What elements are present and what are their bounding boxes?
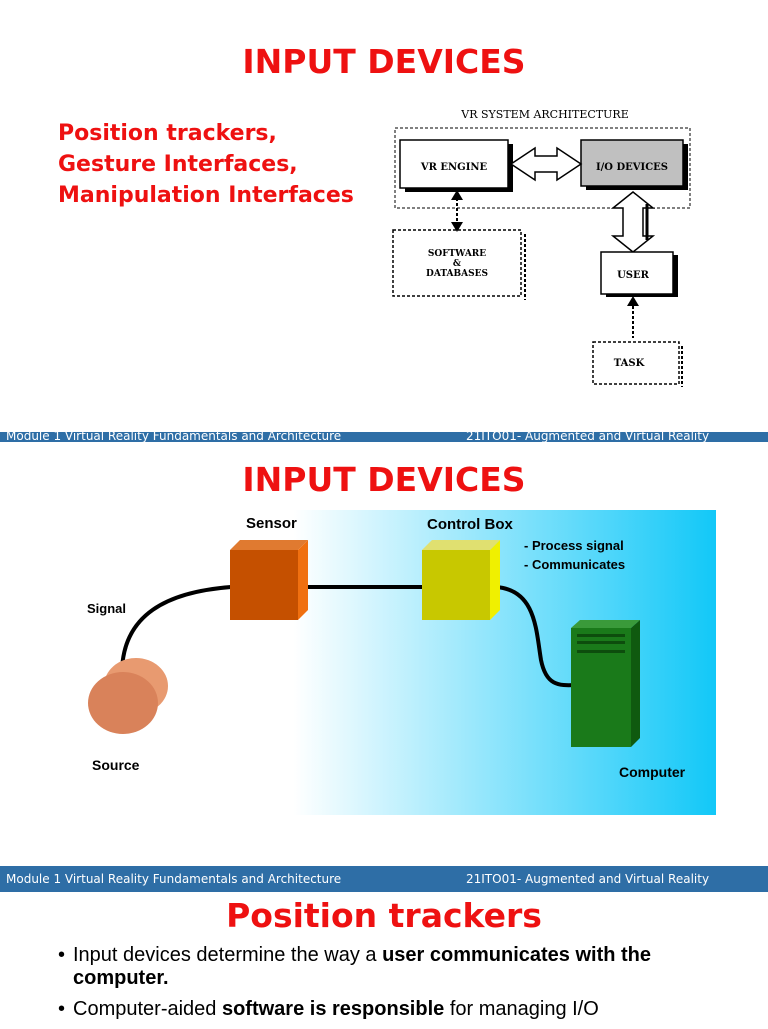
software-box <box>392 229 522 297</box>
slide-1-subtitle: Position trackers, Gesture Interfaces, M… <box>58 121 354 208</box>
io-devices-label: I/O DEVICES <box>596 162 668 173</box>
control-computer-cable <box>495 585 577 688</box>
source-disc-front <box>88 672 158 734</box>
io-devices-box <box>580 139 684 187</box>
user-box <box>600 251 674 295</box>
bullet-2-post: for managing I/O <box>444 998 599 1020</box>
slide-3-title: Position trackers <box>226 896 542 935</box>
slide-2-footer: Module 1 Virtual Reality Fundamentals an… <box>0 866 768 892</box>
signal-cable <box>120 585 232 671</box>
software-label-1: SOFTWARE <box>428 249 486 259</box>
source-label: Source <box>92 757 140 773</box>
vr-engine-box <box>399 139 509 189</box>
footer-course-text: 21ITO01- Augmented and Virtual Reality <box>466 429 710 443</box>
footer-course-text: 21ITO01- Augmented and Virtual Reality <box>466 872 710 886</box>
user-label: USER <box>617 270 650 281</box>
slide-2-title: INPUT DEVICES <box>242 460 526 499</box>
computer-drive-1 <box>577 634 625 637</box>
control-box-label: Control Box <box>427 516 513 533</box>
task-box <box>592 341 680 385</box>
engine-software-arrow-up <box>451 190 463 200</box>
sensor-cube-side <box>298 540 308 620</box>
sensor-cube-front <box>230 550 298 620</box>
slide-1-title: INPUT DEVICES <box>242 42 526 81</box>
computer-side <box>631 620 640 747</box>
sensor-cube-top <box>230 540 308 550</box>
computer-label: Computer <box>619 764 686 780</box>
bullet-1: Input devices determine the way a user c… <box>58 944 738 990</box>
footer-module-text: Module 1 Virtual Reality Fundamentals an… <box>6 872 342 886</box>
bullet-1-emphasis: user communicates with the computer. <box>73 944 652 989</box>
computer-drive-3 <box>577 650 625 653</box>
footer-module-text: Module 1 Virtual Reality Fundamentals an… <box>6 429 342 443</box>
slide-1: INPUT DEVICES Position trackers, Gesture… <box>0 0 768 432</box>
tracker-system-diagram: Sensor Control Box - Process signal - Co… <box>66 510 716 815</box>
computer-drive-2 <box>577 641 625 644</box>
architecture-title: VR SYSTEM ARCHITECTURE <box>460 108 628 121</box>
task-user-arrow <box>627 296 639 306</box>
control-note-1: - Process signal <box>524 538 624 553</box>
signal-label: Signal <box>87 601 126 616</box>
control-note-2: - Communicates <box>524 557 625 572</box>
bullet-2: Computer-aided software is responsible f… <box>58 998 738 1021</box>
task-label: TASK <box>614 358 645 369</box>
vr-engine-label: VR ENGINE <box>420 162 488 173</box>
control-cube-side <box>490 540 500 620</box>
slide-1-footer: Module 1 Virtual Reality Fundamentals an… <box>0 429 768 443</box>
engine-software-arrow-down <box>451 222 463 232</box>
bullet-1-text: Input devices determine the way a <box>73 944 383 966</box>
software-label-3: DATABASES <box>426 269 488 279</box>
control-cube-top <box>422 540 500 550</box>
bullet-2-text: Computer-aided <box>73 998 222 1020</box>
bullet-2-emphasis: software is responsible <box>221 998 445 1020</box>
sensor-label: Sensor <box>246 515 297 532</box>
vr-system-architecture-diagram: VR SYSTEM ARCHITECTURE VR ENGINE I/O DEV… <box>392 108 691 387</box>
system-boundary <box>394 127 691 209</box>
slide-3-bullet-list: Input devices determine the way a user c… <box>58 944 738 1029</box>
computer-front <box>571 628 631 747</box>
control-cube-front <box>422 550 490 620</box>
computer-top <box>571 620 640 628</box>
engine-io-arrow <box>509 146 583 182</box>
software-label-2: & <box>453 259 461 269</box>
